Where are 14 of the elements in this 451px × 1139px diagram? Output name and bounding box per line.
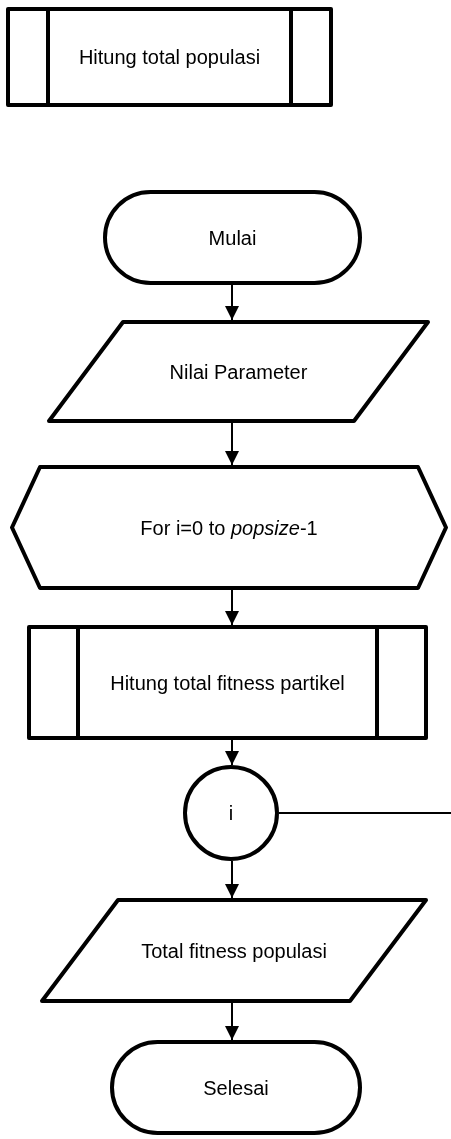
node-label: Nilai Parameter	[169, 359, 308, 385]
node-label: Hitung total fitness partikel	[110, 670, 345, 696]
arrow	[225, 1002, 239, 1041]
node-label: Mulai	[208, 225, 257, 251]
arrow	[225, 284, 239, 321]
arrow	[225, 860, 239, 899]
node-label: Hitung total populasi	[78, 45, 261, 70]
arrow	[225, 739, 239, 766]
node-label: Selesai	[203, 1075, 269, 1101]
node-label: i	[228, 801, 234, 826]
node-label: For i=0 to popsize-1	[140, 515, 318, 541]
arrow	[225, 589, 239, 626]
arrow	[225, 422, 239, 466]
node-label: Total fitness populasi	[141, 938, 327, 964]
